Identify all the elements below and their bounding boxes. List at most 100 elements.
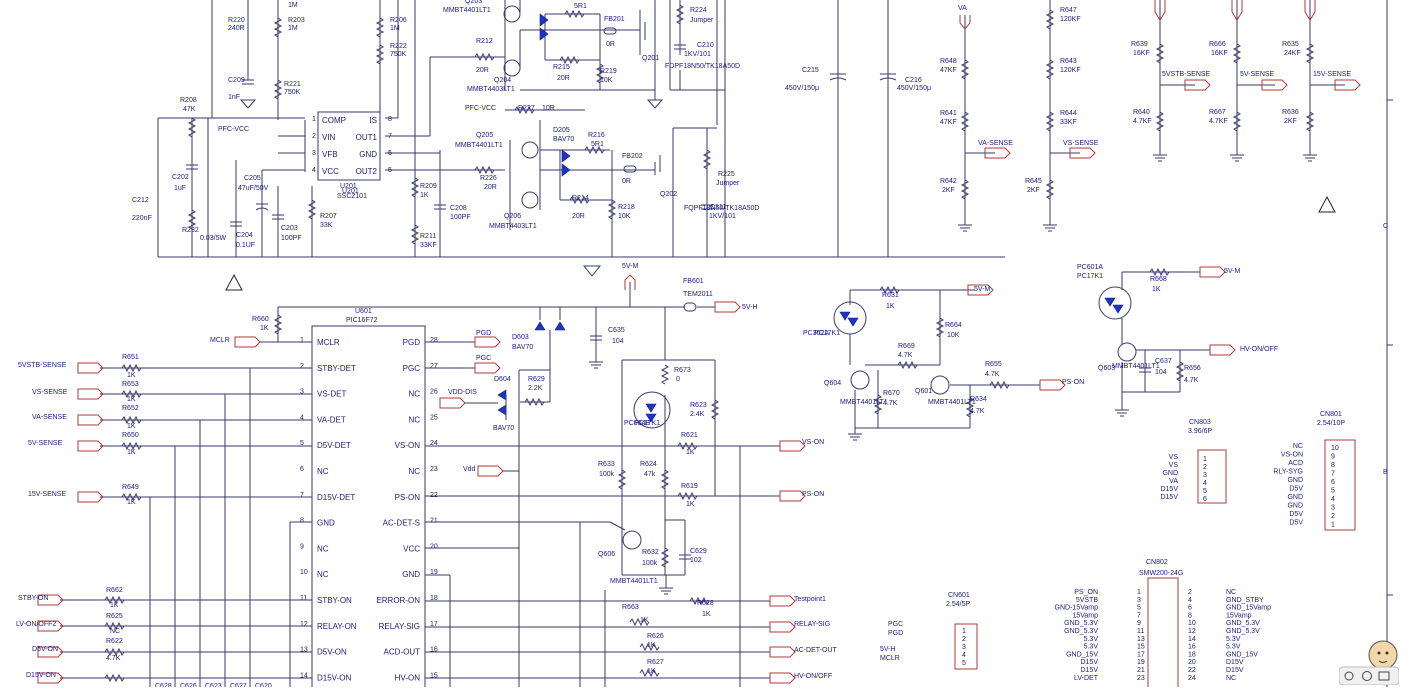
- schematic-text: R219: [600, 68, 617, 75]
- schematic-text: 6: [300, 466, 304, 473]
- schematic-text: 22: [1188, 667, 1196, 674]
- floating-widget[interactable]: [1338, 637, 1400, 686]
- schematic-text: GND_5.3V: [1064, 620, 1098, 627]
- schematic-text: 3: [1331, 505, 1335, 512]
- schematic-text: C628: [155, 683, 172, 687]
- schematic-text: 1: [1137, 589, 1141, 596]
- schematic-text: Q604: [824, 380, 841, 387]
- schematic-text: NC: [408, 467, 420, 476]
- schematic-text: 33KF: [1060, 119, 1077, 126]
- schematic-text: 0: [676, 376, 680, 383]
- schematic-text: 5VSTB-SENSE: [18, 362, 67, 369]
- schematic-text: STBY-DET: [317, 364, 356, 373]
- schematic-text: GND_15Vamp: [1226, 605, 1271, 612]
- resistors-top: [187, 4, 712, 245]
- schematic-text: MMBT4401LT1: [443, 7, 491, 14]
- schematic-text: 5: [300, 440, 304, 447]
- warning-triangles: [225, 195, 1336, 291]
- schematic-text: VFB: [322, 150, 338, 159]
- schematic-text: 1M: [288, 25, 298, 32]
- schematic-text: PGD: [476, 330, 491, 337]
- warning-icon: [225, 273, 243, 291]
- schematic-text: HV-ON/OFF: [794, 673, 832, 680]
- schematic-text: RELAY-SIG: [794, 621, 830, 628]
- schematic-text: 3: [962, 644, 966, 651]
- schematic-text: 1: [300, 337, 304, 344]
- schematic-text: 1K: [420, 192, 429, 199]
- schematic-text: GND: [1287, 494, 1303, 501]
- schematic-text: 11: [300, 595, 307, 602]
- u601-pin-labels: MCLR1STBY-DET2VS-DET3VA-DET4D5V-DET5NC6D…: [300, 337, 438, 682]
- schematic-text: C637: [1155, 358, 1172, 365]
- sense-dividers: [959, 0, 1361, 225]
- schematic-text: 5V-M: [622, 263, 639, 270]
- schematic-text: R626: [647, 633, 664, 640]
- schematic-text: 2.2K: [528, 385, 543, 392]
- schematic-text: 13: [1137, 636, 1145, 643]
- schematic-text: C623: [205, 683, 222, 687]
- schematic-text: R660: [252, 316, 269, 323]
- schematic-text: D15V: [1080, 659, 1098, 666]
- schematic-text: 1K: [127, 372, 136, 379]
- schematic-text: D5V: [1289, 486, 1303, 493]
- schematic-text: 6: [1331, 479, 1335, 486]
- schematic-text: R629: [528, 376, 545, 383]
- schematic-text: RELAY-ON: [317, 622, 357, 631]
- schematic-text: TEM2011: [683, 291, 713, 298]
- schematic-text: PFC-VCC: [465, 105, 496, 112]
- schematic-text: 9: [300, 543, 304, 550]
- schematic-text: 26: [430, 389, 438, 396]
- schematic-text: R208: [180, 97, 197, 104]
- schematic-text: Q203: [465, 0, 482, 5]
- schematic-text: 5: [1203, 488, 1207, 495]
- schematic-text: Q601: [915, 388, 932, 395]
- schematic-text: 10R: [542, 105, 555, 112]
- schematic-text: VDD-DIS: [448, 389, 477, 396]
- schematic-text: 17: [1137, 651, 1145, 658]
- schematic-text: 240R: [228, 25, 245, 32]
- schematic-text: PGD: [403, 338, 421, 347]
- schematic-text: R632: [642, 549, 659, 556]
- schematic-text: 3: [1137, 597, 1141, 604]
- schematic-text: CN802: [1146, 559, 1168, 566]
- schematic-text: GND_15V: [1066, 651, 1098, 658]
- schematic-text: 1K: [647, 668, 656, 675]
- schematic-text: 5: [1137, 605, 1141, 612]
- schematic-text: VS-ON: [395, 441, 421, 450]
- schematic-text: 47KF: [940, 67, 957, 74]
- schematic-text: PGC: [476, 355, 491, 362]
- schematic-text: 20: [1188, 659, 1196, 666]
- schematic-text: 1: [1203, 456, 1207, 463]
- schematic-text: 6: [388, 150, 392, 157]
- schematic-text: 102: [690, 557, 702, 564]
- schematic-text: R644: [1060, 110, 1077, 117]
- schematic-text: 18: [430, 595, 438, 602]
- schematic-text: R209: [420, 183, 437, 190]
- schematic-text: 3: [312, 150, 316, 157]
- schematic-text: 2KF: [1284, 118, 1297, 125]
- schematic-text: NC: [1293, 443, 1303, 450]
- schematic-text: 1K: [260, 325, 269, 332]
- schematic-text: 2: [312, 133, 316, 140]
- schematic-text: MMBT4403LT1: [489, 223, 537, 230]
- schematic-text: MCLR: [210, 337, 230, 344]
- schematic-text: 23: [430, 466, 438, 473]
- schematic-text: PS-ON: [1062, 379, 1084, 386]
- schematic-text: 2: [1331, 513, 1335, 520]
- schematic-text: MMBT4401LT1: [1112, 363, 1160, 370]
- svg-text:B: B: [1383, 469, 1388, 476]
- schematic-text: LV-DET: [1074, 675, 1099, 682]
- schematic-text: 15: [430, 672, 438, 679]
- schematic-text: 1K: [647, 642, 656, 649]
- schematic-text: R645: [1025, 178, 1042, 185]
- schematic-text: 3: [300, 389, 304, 396]
- schematic-text: R227: [518, 105, 535, 112]
- schematic-text: R207: [320, 213, 337, 220]
- schematic-text: R221: [284, 81, 301, 88]
- schematic-text: R225: [718, 171, 735, 178]
- schematic-text: R224: [690, 7, 707, 14]
- schematic-text: R647: [1060, 7, 1077, 14]
- schematic-text: Q204: [494, 77, 511, 84]
- schematic-text: R625: [106, 613, 123, 620]
